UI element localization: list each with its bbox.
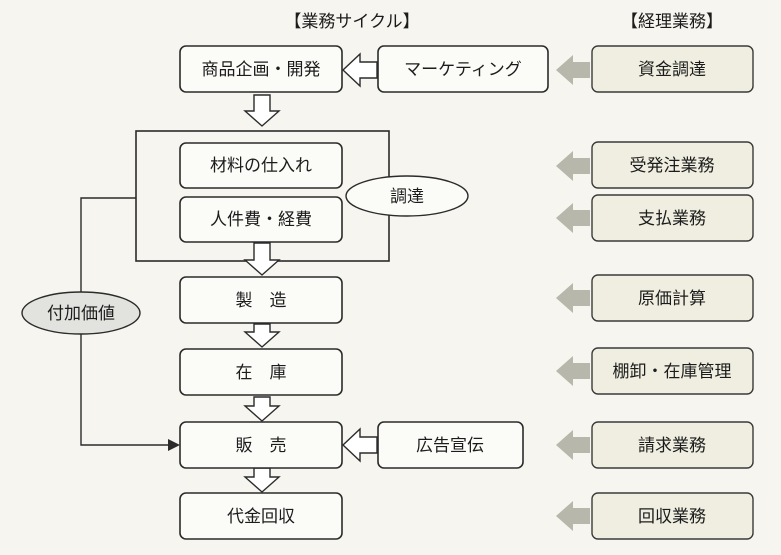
step-materials: 材料の仕入れ	[179, 142, 343, 189]
accounting-task: 支払業務	[591, 194, 754, 242]
gray-arrow-2	[556, 151, 590, 181]
accounting-task-label: 請求業務	[638, 436, 706, 456]
step-inventory-label: 在 庫	[236, 363, 287, 383]
flow-arrow-5	[243, 467, 281, 493]
procurement-ellipse: 調達	[345, 175, 469, 217]
procurement-label: 調達	[390, 187, 424, 207]
accounting-task: 資金調達	[591, 45, 754, 93]
flow-arrow-2	[243, 242, 281, 276]
step-collection-label: 代金回収	[227, 507, 295, 527]
step-manufacturing: 製 造	[179, 276, 343, 324]
step-collection: 代金回収	[179, 492, 343, 540]
step-labor: 人件費・経費	[179, 196, 343, 243]
step-planning: 商品企画・開発	[179, 45, 343, 93]
flow-arrow-1	[243, 94, 281, 127]
accounting-task-label: 支払業務	[638, 209, 706, 229]
accounting-task: 回収業務	[591, 492, 754, 540]
added-value-label: 付加価値	[47, 304, 115, 324]
added-value-ellipse: 付加価値	[21, 291, 141, 335]
cycle-header: 【業務サイクル】	[284, 12, 419, 32]
accounting-task-label: 資金調達	[638, 60, 706, 80]
advertising-arrow	[341, 427, 378, 463]
flow-arrow-4	[243, 396, 281, 422]
step-materials-label: 材料の仕入れ	[210, 156, 312, 176]
added-value-arrowhead	[168, 439, 180, 451]
step-manufacturing-label: 製 造	[236, 291, 287, 311]
gray-arrow-5	[556, 356, 590, 386]
accounting-task: 棚卸・在庫管理	[591, 347, 754, 395]
accounting-task: 受発注業務	[591, 141, 754, 189]
accounting-task-label: 棚卸・在庫管理	[613, 362, 732, 382]
gray-arrow-1	[556, 55, 590, 85]
accounting-task-label: 受発注業務	[630, 156, 715, 176]
gray-arrow-6	[556, 430, 590, 460]
accounting-header: 【経理業務】	[621, 12, 723, 32]
step-sales: 販 売	[179, 421, 343, 469]
accounting-task: 原価計算	[591, 274, 754, 322]
step-labor-label: 人件費・経費	[210, 210, 312, 230]
input-advertising: 広告宣伝	[377, 421, 524, 469]
gray-arrow-3	[556, 203, 590, 233]
gray-arrow-7	[556, 501, 590, 531]
input-marketing: マーケティング	[377, 45, 549, 93]
marketing-arrow	[341, 52, 378, 88]
input-advertising-label: 広告宣伝	[416, 436, 484, 456]
step-sales-label: 販 売	[236, 436, 287, 456]
flow-arrow-3	[243, 323, 281, 348]
step-planning-label: 商品企画・開発	[202, 60, 321, 80]
accounting-task: 請求業務	[591, 421, 754, 469]
input-marketing-label: マーケティング	[404, 60, 522, 80]
accounting-task-label: 回収業務	[638, 507, 706, 527]
accounting-task-label: 原価計算	[638, 289, 706, 309]
gray-arrow-4	[556, 283, 590, 313]
accounting-arrows	[556, 55, 590, 531]
step-inventory: 在 庫	[179, 348, 343, 396]
